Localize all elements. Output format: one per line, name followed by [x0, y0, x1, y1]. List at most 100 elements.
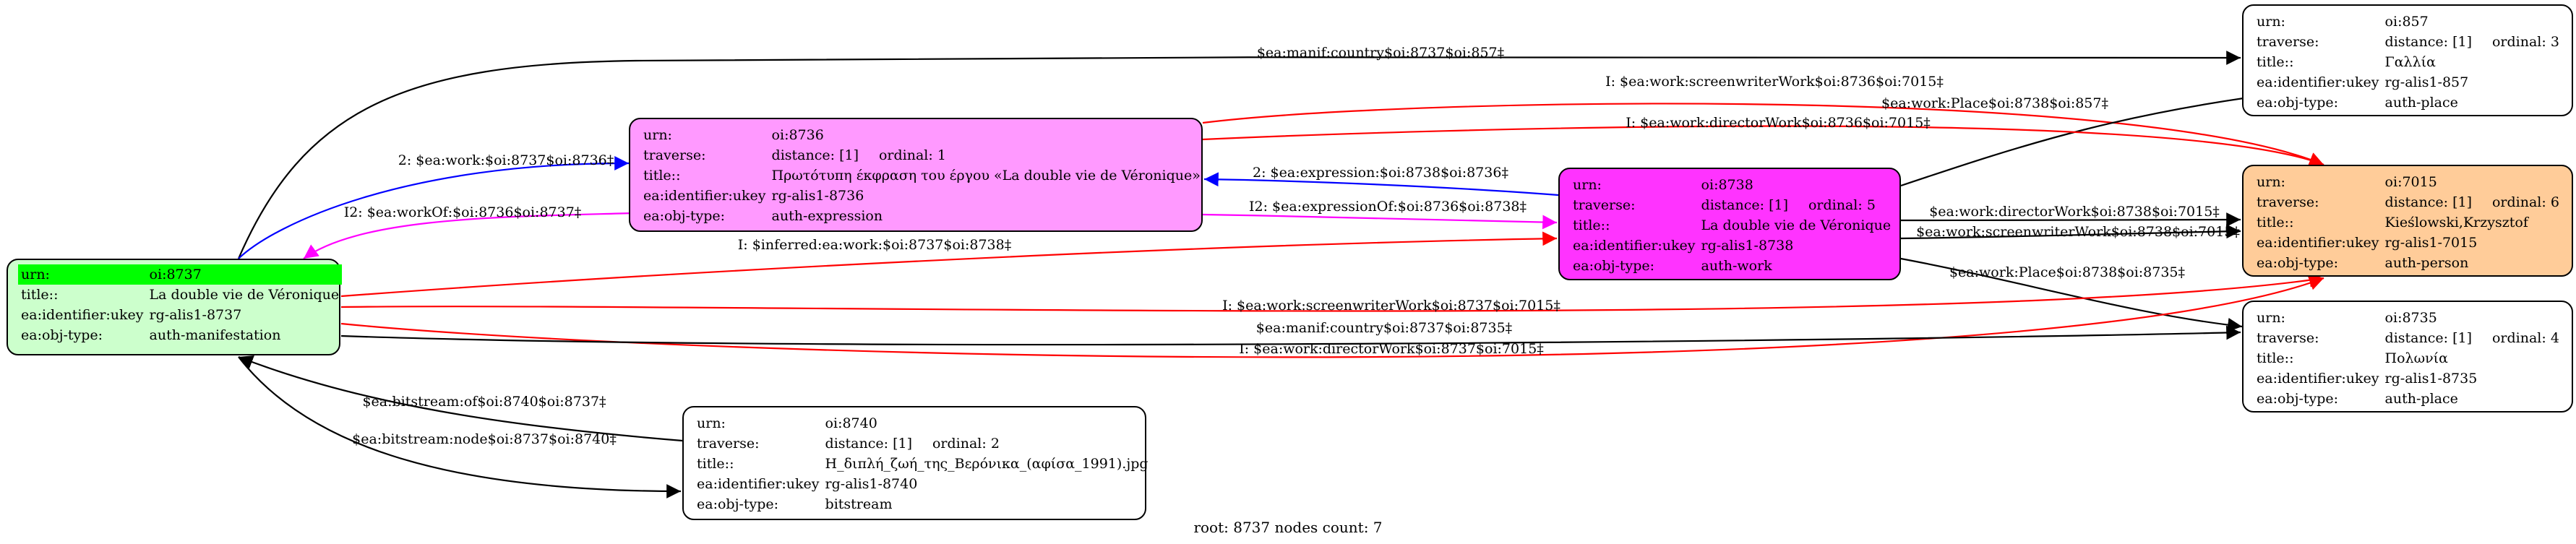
- field-value-text: rg-alis1-8740: [825, 476, 918, 492]
- graph-edge: [1202, 125, 2324, 167]
- field-value: auth-manifestation: [147, 325, 343, 345]
- node-field-row: title::Γαλλία: [2254, 52, 2562, 72]
- edge-label: $ea:work:screenwriterWork$oi:8738$oi:701…: [1916, 224, 2240, 240]
- field-ordinal: ordinal: 1: [878, 147, 946, 163]
- field-key: urn:: [2257, 310, 2285, 326]
- field-value-text: Γαλλία: [2384, 54, 2436, 70]
- field-key: title::: [2257, 350, 2294, 366]
- field-key: urn:: [643, 127, 672, 143]
- field-value-text: distance: [1]: [1701, 197, 1788, 213]
- field-key: urn:: [2257, 174, 2285, 190]
- field-value-text: rg-alis1-7015: [2384, 235, 2478, 251]
- edge-label: $ea:manif:country$oi:8737$oi:857‡: [1257, 45, 1504, 61]
- graph-edge: [1203, 172, 1559, 197]
- field-ordinal: ordinal: 2: [932, 436, 1000, 452]
- field-key: ea:obj-type:: [1573, 258, 1655, 274]
- graph-edge: [237, 51, 2241, 259]
- field-value-text: oi:7015: [2384, 174, 2437, 190]
- graph-edge: [1202, 213, 1558, 230]
- field-value-text: distance: [1]: [2384, 34, 2472, 50]
- field-value-text: rg-alis1-8736: [771, 188, 864, 204]
- field-value: oi:8740: [823, 413, 1151, 433]
- node-field-row: title::Η_διπλή_ζωή_της_Βερόνικα_(αφίσα_1…: [694, 454, 1151, 474]
- field-value-text: rg-alis1-8738: [1701, 238, 1794, 254]
- field-value: Kieślowski,Krzysztof: [2382, 212, 2562, 233]
- node-7015[interactable]: urn: oi:7015 traverse: distance: [1]ordinal…: [2242, 165, 2573, 277]
- edge-label: I2: $ea:expressionOf:$oi:8736$oi:8738‡: [1249, 199, 1527, 215]
- field-value: distance: [1]ordinal: 6: [2382, 192, 2562, 212]
- field-key: ea:obj-type:: [2257, 255, 2339, 271]
- field-value: auth-person: [2382, 253, 2562, 273]
- graph-edge: [340, 273, 2324, 312]
- field-value: rg-alis1-8740: [823, 474, 1151, 494]
- field-key: traverse:: [1573, 197, 1636, 213]
- edge-label: I2: $ea:workOf:$oi:8736$oi:8737‡: [344, 204, 582, 220]
- field-ordinal: ordinal: 4: [2491, 330, 2559, 346]
- node-field-row: title::Πολωνία: [2254, 348, 2562, 368]
- edge-label: $ea:work:Place$oi:8738$oi:8735‡: [1949, 264, 2185, 280]
- node-8738[interactable]: urn: oi:8738 traverse: distance: [1]ordinal…: [1558, 168, 1901, 280]
- field-value-text: auth-person: [2384, 255, 2469, 271]
- edge-label: $ea:bitstream:node$oi:8737$oi:8740‡: [352, 431, 617, 447]
- edge-label: I: $ea:work:screenwriterWork$oi:8737$oi:…: [1222, 298, 1560, 314]
- field-value: distance: [1]ordinal: 5: [1699, 195, 1894, 215]
- edge-label: $ea:manif:country$oi:8737$oi:8735‡: [1256, 320, 1512, 336]
- node-field-row: traverse: distance: [1]ordinal: 5: [1570, 195, 1894, 215]
- field-key: title::: [2257, 215, 2294, 230]
- field-value: bitstream: [823, 494, 1151, 514]
- field-value: La double vie de Véronique: [147, 285, 343, 305]
- node-field-row: urn:oi:8736: [640, 125, 1203, 145]
- field-value-text: rg-alis1-8737: [149, 307, 242, 323]
- field-key: title::: [697, 456, 734, 472]
- field-ordinal: ordinal: 3: [2491, 34, 2559, 50]
- field-value-text: oi:8738: [1701, 177, 1753, 193]
- field-value: distance: [1] ordinal: 3: [2382, 32, 2562, 52]
- field-key: urn:: [1573, 177, 1602, 193]
- field-key: ea:obj-type:: [697, 496, 779, 512]
- graph-edge: [238, 156, 630, 259]
- field-value-text: La double vie de Véronique: [1701, 217, 1892, 233]
- field-key: traverse:: [2257, 194, 2319, 210]
- graph-edge: [303, 212, 634, 259]
- node-field-row: traverse: distance: [1]ordinal: 6: [2254, 192, 2562, 212]
- field-value: Η_διπλή_ζωή_της_Βερόνικα_(αφίσα_1991).jp…: [823, 454, 1151, 474]
- field-value-text: distance: [1]: [771, 147, 859, 163]
- node-field-row: urn: oi:7015: [2254, 172, 2562, 192]
- graph-edge: [238, 355, 683, 442]
- field-value-text: auth-manifestation: [149, 327, 281, 343]
- field-key: ea:identifier:ukey: [21, 307, 144, 323]
- node-field-row: traverse:distance: [1]ordinal: 3: [2254, 32, 2562, 52]
- edge-label: $ea:work:directorWork$oi:8738$oi:7015‡: [1929, 204, 2220, 220]
- field-value-text: Η_διπλή_ζωή_της_Βερόνικα_(αφίσα_1991).jp…: [825, 456, 1149, 472]
- edge-label: 2: $ea:expression:$oi:8738$oi:8736‡: [1253, 165, 1508, 181]
- node-field-row: title::Πρωτότυπη έκφραση του έργου «La d…: [640, 165, 1203, 186]
- field-key: ea:obj-type:: [21, 327, 103, 343]
- node-field-row: urn:oi:857: [2254, 12, 2562, 32]
- node-field-row: ea:obj-type: auth-manifestation: [18, 325, 342, 345]
- graph-edge: [340, 325, 2241, 346]
- field-value-text: distance: [1]: [825, 436, 912, 452]
- node-field-row: traverse:distance: [1]ordinal: 2: [694, 433, 1151, 454]
- node-field-row: title::La double vie de Véronique: [18, 285, 342, 305]
- field-value: oi:8738: [1699, 175, 1894, 195]
- field-value: auth-place: [2382, 389, 2562, 409]
- node-field-row: traverse:distance: [1]ordinal: 1: [640, 145, 1203, 165]
- field-key: title::: [21, 287, 59, 303]
- field-key: urn:: [697, 415, 726, 431]
- field-value-text: oi:8740: [825, 415, 877, 431]
- field-value: rg-alis1-8736: [769, 186, 1203, 206]
- node-field-row: traverse:distance: [1]ordinal: 4: [2254, 328, 2562, 348]
